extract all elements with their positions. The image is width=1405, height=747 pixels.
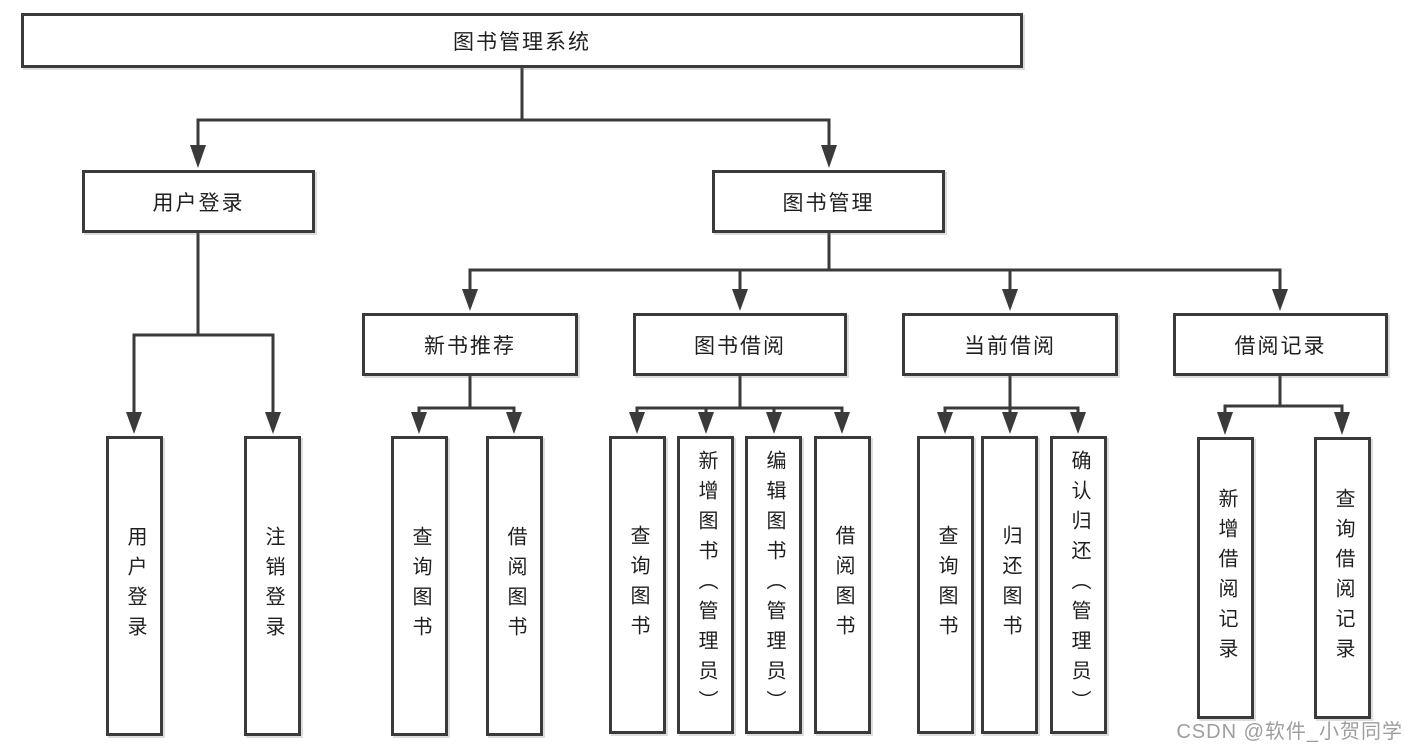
leaf-borrow-books-recommend: 借阅图书 xyxy=(486,436,543,736)
leaf-edit-books-admin: 编辑图书（管理员） xyxy=(745,436,802,734)
connector-currentborrow-to-leaves xyxy=(937,374,1086,434)
connector-bookborrow-to-leaves xyxy=(629,374,850,434)
leaf-user-login: 用户登录 xyxy=(106,436,163,736)
leaf-confirm-return-admin: 确认归还（管理员） xyxy=(1050,436,1107,734)
connector-userlogin-to-leaves xyxy=(126,231,281,434)
leaf-add-borrow-record: 新增借阅记录 xyxy=(1197,437,1254,719)
node-book-management: 图书管理 xyxy=(712,170,945,233)
leaf-add-books-admin: 新增图书（管理员） xyxy=(677,436,734,734)
node-book-borrow: 图书借阅 xyxy=(633,313,847,376)
node-borrow-records: 借阅记录 xyxy=(1173,313,1388,376)
leaf-query-borrow-record: 查询借阅记录 xyxy=(1314,437,1371,719)
csdn-watermark: CSDN @软件_小贺同学 xyxy=(1176,721,1403,743)
node-root-library-system: 图书管理系统 xyxy=(21,13,1023,68)
node-new-book-recommend: 新书推荐 xyxy=(362,313,578,376)
connector-bookmgmt-to-level2 xyxy=(462,231,1288,311)
leaf-query-books-borrow: 查询图书 xyxy=(609,436,666,734)
connector-borrowrecords-to-leaves xyxy=(1217,374,1350,435)
leaf-query-books-recommend: 查询图书 xyxy=(391,436,448,736)
connector-newbooks-to-leaves xyxy=(411,374,522,434)
connector-root-to-level1 xyxy=(190,66,837,168)
leaf-logout: 注销登录 xyxy=(244,436,301,736)
leaf-return-books: 归还图书 xyxy=(981,436,1038,734)
leaf-borrow-books: 借阅图书 xyxy=(814,436,871,734)
leaf-query-books-current: 查询图书 xyxy=(917,436,974,734)
node-current-borrow: 当前借阅 xyxy=(902,313,1118,376)
node-user-login: 用户登录 xyxy=(82,170,315,233)
